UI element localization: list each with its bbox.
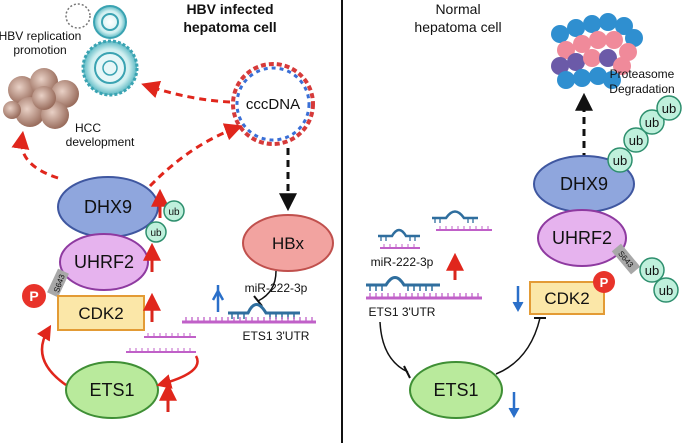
ets1-node — [65, 361, 159, 419]
cdk2-down-arrow-icon — [512, 301, 524, 313]
ub-label: ub — [645, 263, 659, 278]
dhx9-label: DHX9 — [560, 174, 608, 194]
hbx-label: HBx — [272, 234, 305, 253]
cdk2-node — [57, 295, 145, 331]
cccdna-ring-icon — [231, 62, 315, 146]
ub-circle — [653, 277, 679, 303]
ub-label: ub — [150, 228, 162, 239]
ub-circle — [639, 257, 665, 283]
hbx-inhibit-line — [257, 270, 277, 302]
phospho-label: P — [600, 275, 609, 290]
s643-site — [611, 243, 641, 275]
ub-circle — [607, 147, 633, 173]
cdk2-label: CDK2 — [78, 304, 123, 323]
ub-circle — [163, 200, 185, 222]
right-title-line1: Normal — [435, 1, 480, 17]
ets1-mrna-strand-icon — [182, 317, 316, 324]
uhrf2-label: UHRF2 — [74, 252, 134, 272]
uhrf2-node — [59, 233, 149, 291]
hbv-replication-label-line2: promotion — [13, 43, 66, 57]
uhrf2-node — [537, 209, 627, 267]
proteasome-label-line2: Degradation — [609, 82, 674, 96]
mirna-strand-icon — [366, 276, 440, 291]
proteasome-label-line1: Proteasome — [610, 67, 675, 81]
mirna-strand-icon — [228, 303, 300, 319]
cccdna-to-hbv-arrow — [141, 80, 231, 104]
ub-label: ub — [613, 153, 627, 168]
mrna-to-ets1-arrow — [156, 355, 199, 389]
hcc-label-line1: HCC — [75, 121, 101, 135]
left-title-line2: hepatoma cell — [183, 19, 276, 35]
ets1-mrna-strand-icon — [366, 293, 482, 300]
s643-site — [47, 268, 69, 298]
ub-label: ub — [662, 101, 676, 116]
ets1-to-cdk2-arrow — [36, 324, 67, 387]
ub-label: ub — [645, 115, 659, 130]
ub-label: ub — [629, 133, 643, 148]
left-title-line1: HBV infected — [186, 1, 273, 17]
mirna-label: miR-222-3p — [245, 281, 308, 295]
ub-circle — [639, 109, 665, 135]
hbv-virion-icon — [65, 3, 139, 97]
cdk2-label: CDK2 — [544, 289, 589, 308]
ets1-node — [409, 361, 503, 419]
hbx-inhibit-bar — [253, 295, 263, 307]
hbx-node — [242, 214, 334, 272]
ets1-down-arrow-icon — [508, 407, 520, 419]
phospho-icon — [593, 271, 615, 293]
ub-circle — [656, 95, 682, 121]
right-title-line2: hepatoma cell — [414, 19, 501, 35]
hcc-label-line2: development — [66, 135, 135, 149]
phospho-icon — [22, 284, 46, 308]
tumor-cells-icon — [3, 68, 79, 129]
uhrf2-label: UHRF2 — [552, 228, 612, 248]
s643-label: S643 — [52, 273, 67, 294]
dhx9-to-hcc-arrow — [11, 130, 59, 180]
ets1-label: ETS1 — [433, 380, 478, 400]
ub-circle — [145, 221, 167, 243]
mirna-label: miR-222-3p — [371, 255, 434, 269]
degraded-mrna-icon — [126, 333, 196, 353]
ets1-inhibit-cdk2-line — [495, 317, 541, 375]
ets1-label: ETS1 — [89, 380, 134, 400]
mirna-fragments-icon — [378, 210, 492, 249]
ub-circle — [623, 127, 649, 153]
mirna-inhibit-ets1-bar — [403, 365, 411, 379]
dhx9-to-cccdna-arrow — [148, 123, 243, 188]
utr-label: ETS1 3'UTR — [243, 329, 310, 343]
dhx9-label: DHX9 — [84, 197, 132, 217]
mirna-inhibit-ets1-line — [379, 321, 409, 373]
hbv-replication-label-line1: HBV replication — [0, 29, 81, 43]
ub-label: ub — [168, 207, 180, 218]
phospho-label: P — [29, 288, 38, 304]
mirna-down-arrow-icon — [211, 288, 225, 301]
proteasome-icon — [551, 13, 643, 89]
cccdna-label: cccDNA — [246, 96, 300, 113]
ub-label: ub — [659, 283, 673, 298]
utr-label: ETS1 3'UTR — [369, 305, 436, 319]
cdk2-node — [529, 281, 605, 315]
